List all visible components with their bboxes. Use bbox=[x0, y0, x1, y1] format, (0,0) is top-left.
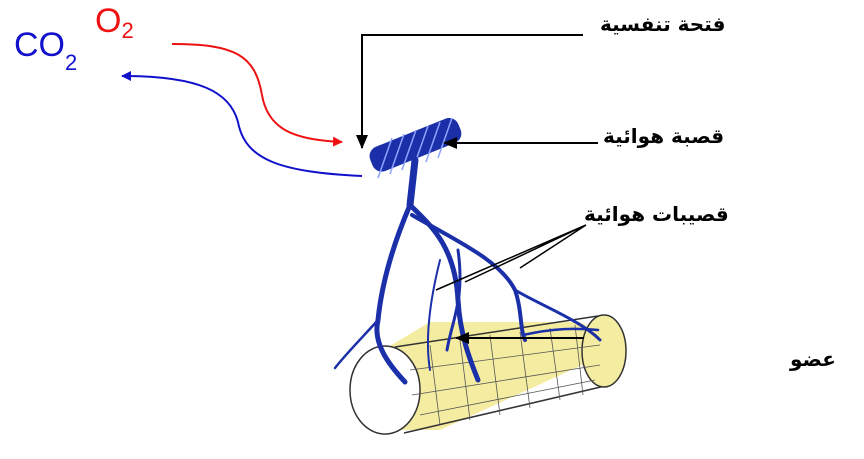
carbon-dioxide-symbol: CO bbox=[14, 26, 65, 64]
spiracle-leader-line bbox=[362, 35, 583, 148]
tracheoles-label: قصيبات هوائية bbox=[584, 202, 729, 226]
oxygen-inflow-arrow bbox=[172, 44, 342, 142]
carbon-dioxide-subscript: 2 bbox=[65, 50, 77, 75]
trachea-label: قصبة هوائية bbox=[603, 124, 724, 148]
oxygen-subscript: 2 bbox=[121, 18, 133, 43]
oxygen-symbol: O bbox=[95, 2, 121, 40]
spiracle-label: فتحة تنفسية bbox=[600, 12, 725, 36]
carbon-dioxide-label: CO2 bbox=[14, 28, 77, 62]
carbon-dioxide-outflow-arrow bbox=[122, 76, 362, 176]
organ-label: عضو bbox=[790, 347, 836, 371]
oxygen-label: O2 bbox=[95, 4, 134, 42]
organ-cylinder bbox=[350, 315, 626, 434]
